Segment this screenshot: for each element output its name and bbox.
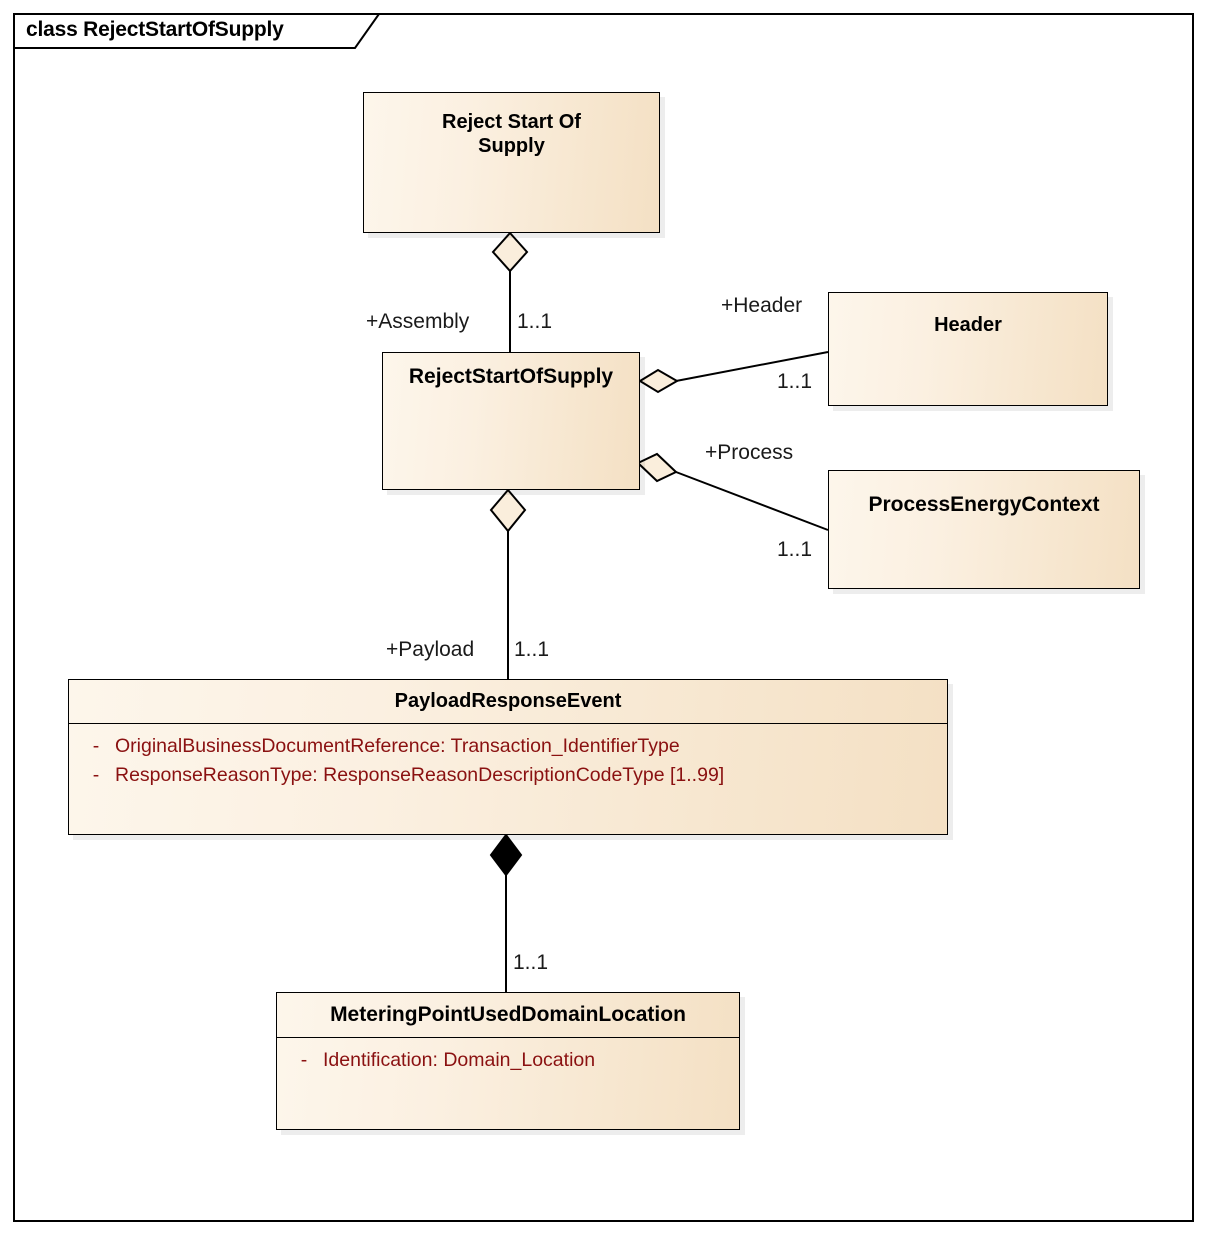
class-box-header[interactable]: Header — [828, 292, 1108, 406]
class-box-reject-start-of-supply-assembly[interactable]: Reject Start Of Supply — [363, 92, 660, 233]
edge-label-process-multiplicity: 1..1 — [777, 538, 813, 561]
attribute-row: - Identification: Domain_Location — [277, 1046, 739, 1075]
class-box-metering-point-used-domain-location[interactable]: MeteringPointUsedDomainLocation - Identi… — [276, 992, 740, 1130]
attribute-text: Identification: Domain_Location — [323, 1048, 596, 1071]
class-title-metering-point-used-domain-location: MeteringPointUsedDomainLocation — [330, 1003, 686, 1026]
attribute-text: ResponseReasonType: ResponseReasonDescri… — [115, 763, 725, 786]
class-title-reject-start-of-supply-assembly: Reject Start Of Supply — [442, 111, 581, 157]
class-title-header: Header — [934, 314, 1002, 336]
attribute-visibility: - — [92, 763, 100, 786]
attributes-compartment-payload-response-event: - OriginalBusinessDocumentReference: Tra… — [69, 722, 947, 797]
diagram-title: class RejectStartOfSupply — [26, 18, 284, 41]
diagram-frame — [13, 13, 1194, 1222]
attribute-visibility: - — [300, 1048, 308, 1071]
edge-label-metering-point-multiplicity: 1..1 — [513, 951, 549, 974]
edge-label-assembly-multiplicity: 1..1 — [517, 310, 553, 333]
attribute-row: - OriginalBusinessDocumentReference: Tra… — [69, 732, 947, 761]
class-title-reject-start-of-supply: RejectStartOfSupply — [408, 365, 614, 388]
edge-label-process-role: +Process — [705, 441, 794, 464]
edge-label-header-multiplicity: 1..1 — [777, 370, 813, 393]
class-title-payload-response-event: PayloadResponseEvent — [394, 690, 622, 712]
attributes-compartment-metering-point-used-domain-location: - Identification: Domain_Location — [277, 1036, 739, 1081]
edge-label-payload-role: +Payload — [386, 638, 475, 661]
class-box-process-energy-context[interactable]: ProcessEnergyContext — [828, 470, 1140, 589]
edge-label-assembly-role: +Assembly — [366, 310, 470, 333]
attribute-text: OriginalBusinessDocumentReference: Trans… — [115, 734, 680, 757]
class-box-payload-response-event[interactable]: PayloadResponseEvent - OriginalBusinessD… — [68, 679, 948, 835]
class-title-process-energy-context: ProcessEnergyContext — [868, 493, 1100, 516]
edge-label-header-role: +Header — [721, 294, 803, 317]
attribute-row: - ResponseReasonType: ResponseReasonDesc… — [69, 761, 947, 790]
edge-label-payload-multiplicity: 1..1 — [514, 638, 550, 661]
class-box-reject-start-of-supply[interactable]: RejectStartOfSupply — [382, 352, 640, 490]
attribute-visibility: - — [92, 734, 100, 757]
